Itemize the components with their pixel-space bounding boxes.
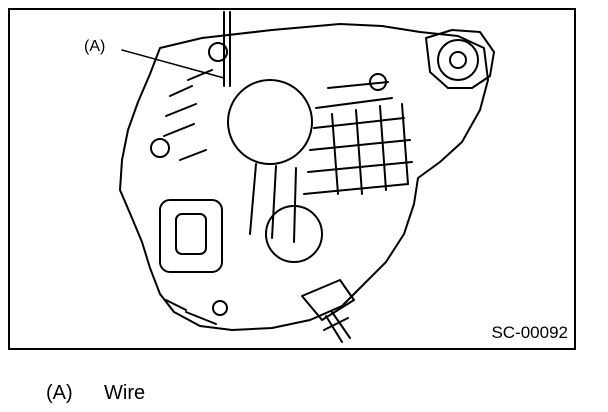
bottom-feet [165, 299, 217, 325]
boss-left [150, 138, 170, 158]
terminal-stud [301, 279, 355, 321]
legend-label: Wire [104, 382, 146, 404]
legend: (A) Wire [46, 382, 145, 404]
upper-cap [227, 79, 313, 165]
mounting-hole-inner [449, 51, 467, 69]
connector [159, 199, 223, 273]
slot-dividers [331, 103, 409, 195]
boss-bottom [212, 300, 228, 316]
alternator-housing [119, 23, 489, 331]
left-fins [163, 69, 213, 161]
legend-key: (A) [46, 382, 73, 404]
mounting-hole-outer [437, 39, 479, 81]
lower-cap [265, 205, 323, 263]
callout-label: (A) [84, 38, 106, 55]
figure-code: SC-00092 [491, 323, 568, 342]
connector-opening [175, 213, 207, 255]
alternator-illustration [119, 11, 495, 343]
center-ribs [249, 163, 297, 243]
mounting-ear [425, 29, 495, 89]
callout-leader [121, 49, 225, 79]
boss-top [208, 42, 228, 62]
terminal-thread [323, 311, 351, 343]
figure-frame: (A) SC-00092 [8, 8, 576, 350]
